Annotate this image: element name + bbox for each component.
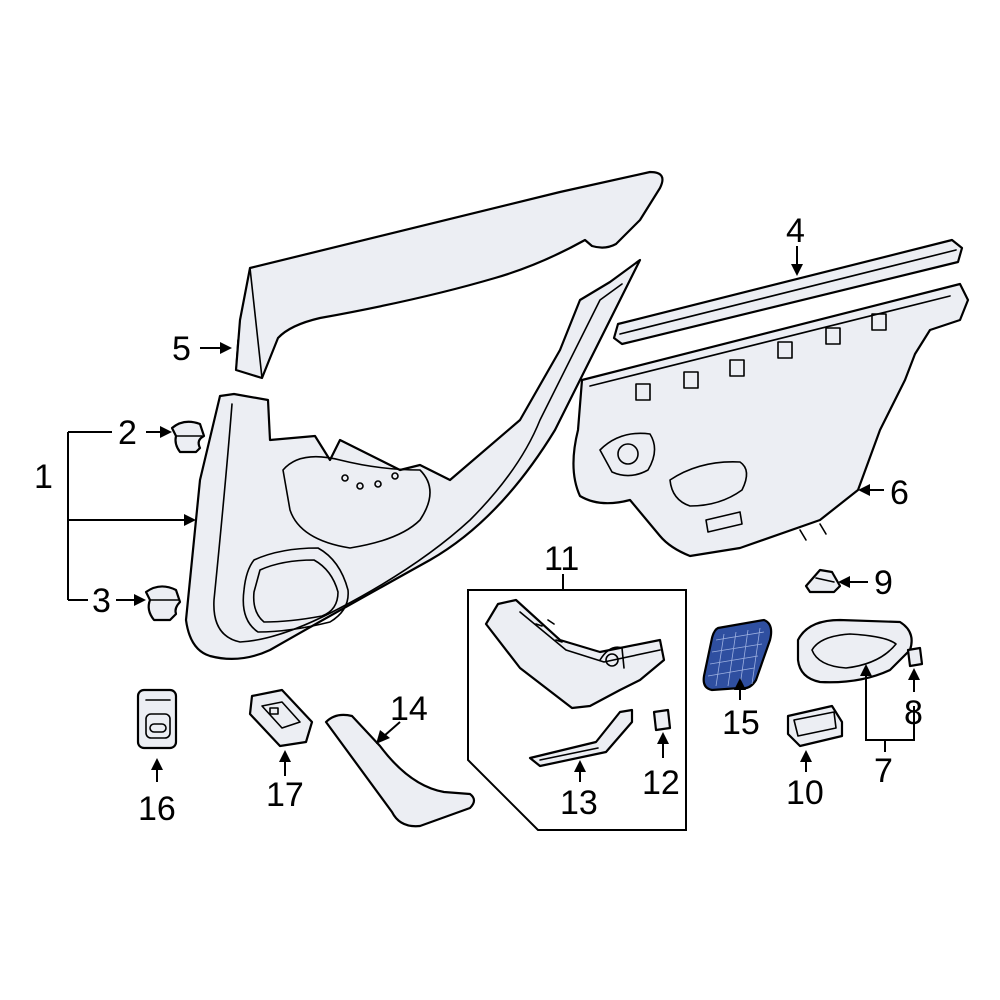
clip-part-2	[170, 420, 206, 454]
window-switch-part-16	[136, 688, 178, 750]
callout-5: 5	[172, 330, 191, 368]
leader-lines	[67, 246, 920, 782]
callout-15: 15	[722, 704, 760, 742]
part-11-group-box	[467, 589, 687, 831]
armrest-bracket-part-11	[484, 598, 666, 710]
clip-part-12	[652, 708, 672, 732]
switch-unit-part-17	[248, 688, 314, 748]
clip-part-3	[144, 585, 182, 622]
door-handle-part-7	[796, 618, 913, 684]
callout-13: 13	[560, 784, 598, 822]
callout-labels: 1 2 3 4 5 6 7 8 9 10 11 12 13 14 15 16 1…	[34, 212, 923, 828]
upper-trim-part-5	[234, 170, 664, 380]
door-trim-panel-part-1	[184, 258, 642, 661]
small-bracket-part-9	[804, 568, 842, 594]
callout-8: 8	[904, 694, 923, 732]
callout-17: 17	[266, 776, 304, 814]
callout-12: 12	[642, 764, 680, 802]
callout-1: 1	[34, 458, 53, 496]
trim-strip-part-13	[528, 708, 634, 768]
callout-3: 3	[92, 582, 111, 620]
callout-16: 16	[138, 790, 176, 828]
clip-part-8	[906, 646, 924, 668]
callout-6: 6	[890, 474, 909, 512]
callout-11: 11	[544, 540, 579, 578]
callout-7: 7	[874, 752, 893, 790]
callout-9: 9	[874, 564, 893, 602]
door-carrier-part-6	[572, 282, 970, 558]
speaker-grille-part-15	[702, 618, 773, 692]
weatherstrip-part-4	[612, 238, 964, 346]
callout-10: 10	[786, 774, 824, 812]
callout-2: 2	[118, 414, 137, 452]
callout-4: 4	[786, 212, 805, 250]
callout-14: 14	[390, 690, 428, 728]
switch-bezel-part-10	[786, 704, 844, 748]
trim-strip-part-14	[324, 713, 476, 828]
